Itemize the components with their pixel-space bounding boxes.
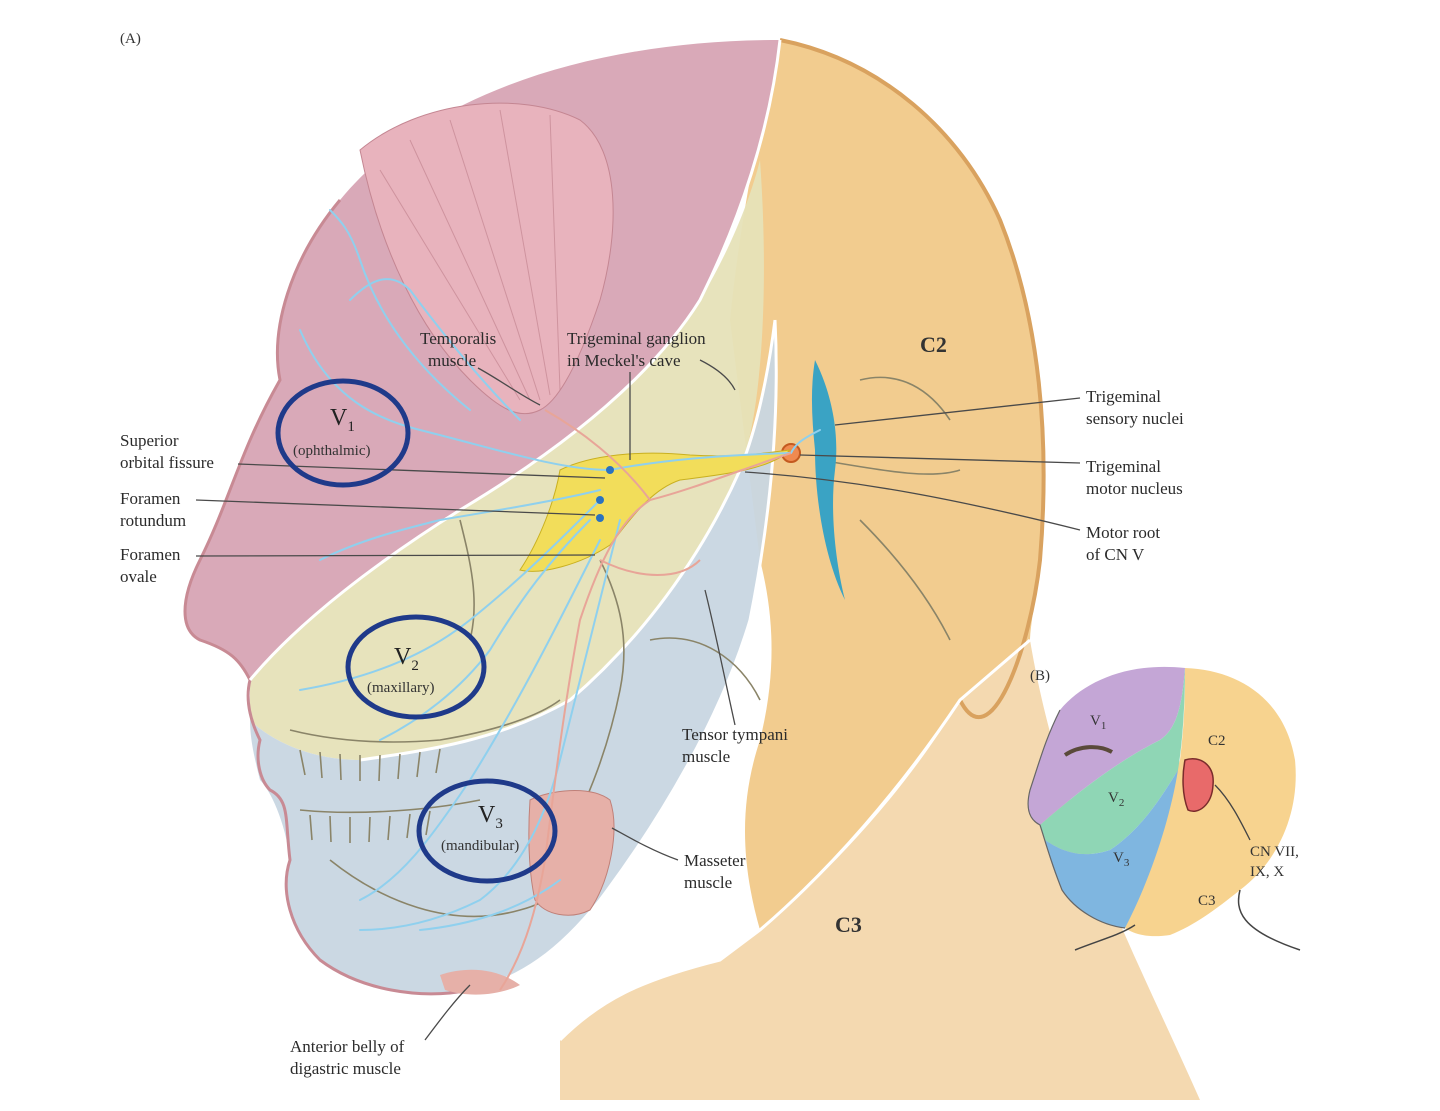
inset-neck-front bbox=[1074, 924, 1136, 951]
trigeminal-ganglion-shape bbox=[519, 449, 792, 572]
masseter-label-line1: Masseter bbox=[684, 851, 746, 870]
inset-v2-region bbox=[1040, 668, 1185, 855]
motor-nerve-branches bbox=[499, 409, 792, 991]
motor-nucleus-label-line2: motor nucleus bbox=[1086, 479, 1183, 498]
panel-b-inset: (B) V1 V2 V3 C2 C3 CN VII, IX, X bbox=[1027, 666, 1301, 951]
temporalis-muscle-shape bbox=[359, 102, 614, 415]
masseter-label-line2: muscle bbox=[684, 873, 732, 892]
v1-highlight-circle bbox=[275, 378, 411, 488]
inset-eyebrow bbox=[1063, 745, 1114, 757]
division-boundary-2 bbox=[359, 319, 777, 762]
trigeminal-ganglion-label-line2: in Meckel's cave bbox=[567, 351, 681, 370]
inset-c2-label: C2 bbox=[1208, 733, 1226, 749]
motor-root-label-line2: of CN V bbox=[1086, 545, 1145, 564]
inset-v1-label: V1 bbox=[1090, 713, 1106, 732]
panel-a-illustration bbox=[183, 38, 1200, 1100]
division-v2: V2 (maxillary) bbox=[345, 614, 487, 720]
c3-region bbox=[560, 640, 1200, 1100]
motor-root-label-line1: Motor root bbox=[1086, 523, 1160, 542]
inset-cn-leader bbox=[1214, 784, 1251, 841]
temporalis-fibers bbox=[379, 109, 561, 401]
v3-symbol: V3 bbox=[478, 802, 503, 832]
tensor-tympani-label-line1: Tensor tympani bbox=[682, 725, 788, 744]
face-profile bbox=[183, 199, 471, 996]
v1-subscript: 1 bbox=[347, 419, 355, 435]
trigeminal-ganglion-label-line1: Trigeminal ganglion bbox=[567, 329, 706, 348]
v2-symbol: V2 bbox=[394, 644, 419, 674]
division-boundary-c3 bbox=[558, 638, 1031, 1042]
foramen-rotundum-label-line2: rotundum bbox=[120, 511, 186, 530]
inset-v3-label: V3 bbox=[1113, 850, 1130, 869]
inset-v1-region bbox=[1028, 666, 1185, 825]
v3-subscript: 3 bbox=[495, 816, 503, 832]
inset-ear bbox=[1182, 758, 1214, 812]
sensory-nuclei-label-line1: Trigeminal bbox=[1086, 387, 1161, 406]
v2-name: (maxillary) bbox=[367, 680, 434, 696]
v3-name: (mandibular) bbox=[441, 838, 519, 854]
v2-region bbox=[250, 160, 764, 760]
sensory-nuclei-label-line2: sensory nuclei bbox=[1086, 409, 1184, 428]
panel-a-labels: Temporalis muscle Trigeminal ganglion in… bbox=[120, 329, 1184, 1078]
superior-orbital-fissure-dot bbox=[606, 466, 614, 474]
inset-neck-back bbox=[1237, 889, 1301, 951]
v2-subscript: 2 bbox=[411, 658, 419, 674]
inset-v3-region bbox=[1045, 770, 1178, 928]
inset-cn-label-line1: CN VII, bbox=[1250, 844, 1299, 860]
temporalis-label-line1: Temporalis bbox=[420, 329, 496, 348]
foramen-rotundum-dot bbox=[596, 496, 604, 504]
inset-c-region bbox=[1125, 668, 1296, 937]
inset-cn-label-line2: IX, X bbox=[1250, 864, 1284, 880]
superior-orbital-fissure-label-line1: Superior bbox=[120, 431, 179, 450]
inset-c3-label: C3 bbox=[1198, 893, 1216, 909]
foramen-ovale-dot bbox=[596, 514, 604, 522]
foramen-ovale-label-line1: Foramen bbox=[120, 545, 181, 564]
v3-region bbox=[250, 320, 777, 994]
head-outline-back bbox=[779, 38, 1046, 719]
v3-highlight-circle bbox=[416, 778, 558, 884]
leader-lines bbox=[195, 359, 1081, 1041]
motor-nucleus-label-line1: Trigeminal bbox=[1086, 457, 1161, 476]
digastric-label-line2: digastric muscle bbox=[290, 1059, 401, 1078]
temporalis-label-line2: muscle bbox=[428, 351, 476, 370]
c2-region bbox=[730, 40, 1044, 930]
tensor-tympani-label-line2: muscle bbox=[682, 747, 730, 766]
panel-b-label: (B) bbox=[1030, 668, 1050, 684]
inset-profile bbox=[1027, 709, 1126, 929]
c3-region-label: C3 bbox=[835, 912, 862, 937]
v1-symbol: V1 bbox=[330, 405, 355, 435]
v2-highlight-circle bbox=[345, 614, 487, 720]
foramen-rotundum-label-line1: Foramen bbox=[120, 489, 181, 508]
inset-v2-label: V2 bbox=[1108, 790, 1124, 809]
division-boundary-1 bbox=[248, 39, 782, 681]
foramen-ovale-label-line2: ovale bbox=[120, 567, 157, 586]
nerve-branches bbox=[299, 209, 821, 931]
c2-region-label: C2 bbox=[920, 332, 947, 357]
digastric-label-line1: Anterior belly of bbox=[290, 1037, 405, 1056]
panel-a-label: (A) bbox=[120, 31, 141, 47]
division-v1: V1 (ophthalmic) bbox=[275, 378, 411, 488]
division-v3: V3 (mandibular) bbox=[416, 778, 558, 884]
v1-name: (ophthalmic) bbox=[293, 443, 370, 459]
superior-orbital-fissure-label-line2: orbital fissure bbox=[120, 453, 214, 472]
